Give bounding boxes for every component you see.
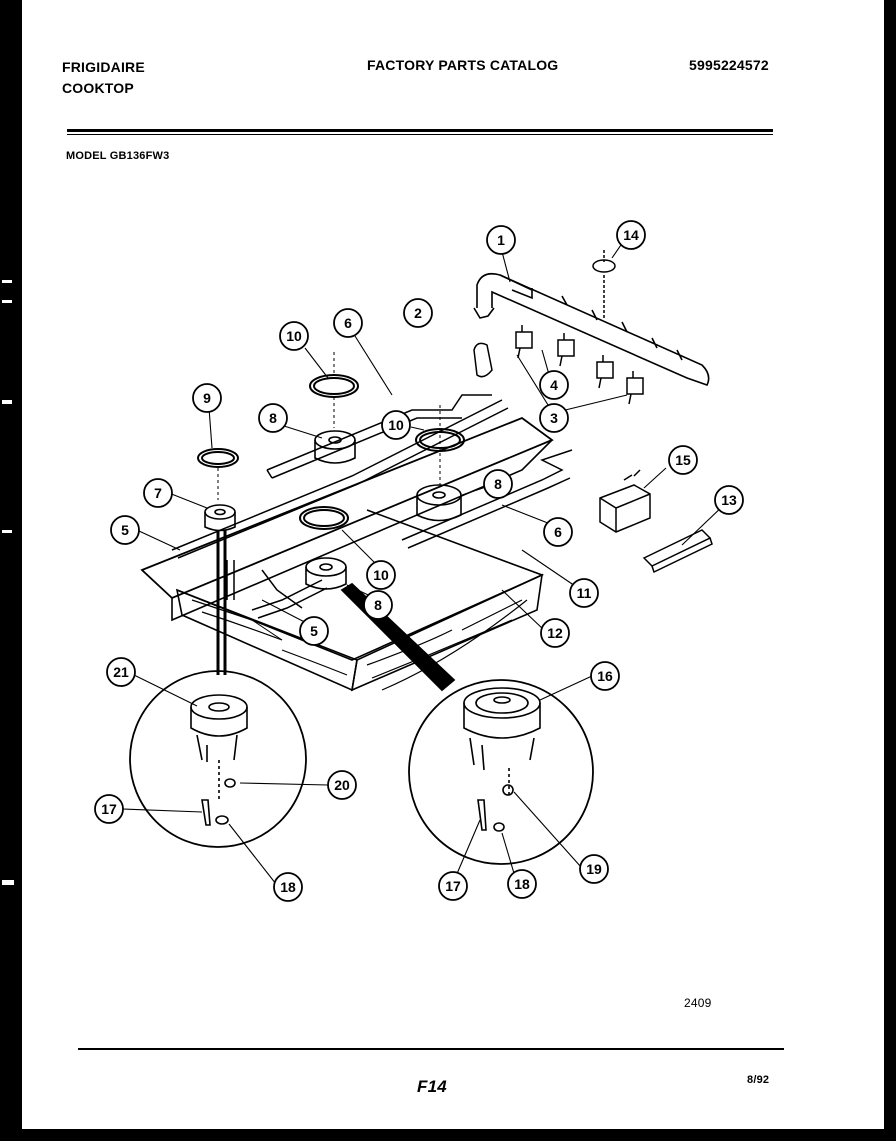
callout: 11 <box>569 578 599 608</box>
callout: 1 <box>486 225 516 255</box>
detail-burner-left <box>190 694 248 826</box>
detail-burner-right <box>463 687 541 832</box>
brand-name: FRIGIDAIRE <box>62 59 145 75</box>
header-rule-bottom <box>67 134 773 135</box>
callout-number: 3 <box>550 410 558 426</box>
diagram-id: 2409 <box>684 996 712 1010</box>
callout: 8 <box>258 403 288 433</box>
callout: 18 <box>273 872 303 902</box>
callout-number: 17 <box>101 801 117 817</box>
callout-number: 10 <box>373 567 389 583</box>
cooktop-panel <box>140 416 554 692</box>
callout: 4 <box>539 370 569 400</box>
callout: 14 <box>616 220 646 250</box>
scan-edge-mark <box>2 880 14 885</box>
callout-number: 17 <box>445 878 461 894</box>
callout-markers: 1 14 2 10 6 9 8 10 7 5 8 6 10 15 13 11 5… <box>94 220 744 902</box>
callout: 3 <box>539 403 569 433</box>
mounting-bracket <box>642 529 713 574</box>
callout-number: 10 <box>388 417 404 433</box>
header-rule-top <box>67 129 773 132</box>
burner-rings <box>197 352 465 530</box>
exploded-parts-diagram: 1 14 2 10 6 9 8 10 7 5 8 6 10 15 13 11 5… <box>94 220 744 902</box>
callout-number: 5 <box>121 522 129 538</box>
scan-edge-mark <box>2 300 12 303</box>
callout: 17 <box>438 871 468 901</box>
callout-number: 14 <box>623 227 639 243</box>
callout-number: 15 <box>675 452 691 468</box>
callout: 12 <box>540 618 570 648</box>
callout-number: 5 <box>310 623 318 639</box>
revision-date: 8/92 <box>747 1074 770 1086</box>
callout: 15 <box>668 445 698 475</box>
page-number: F14 <box>417 1077 447 1096</box>
callout: 17 <box>94 794 124 824</box>
gas-manifold <box>473 272 710 386</box>
callout: 19 <box>579 854 609 884</box>
callout: 7 <box>143 478 173 508</box>
callout-number: 21 <box>113 664 129 680</box>
callout-number: 4 <box>550 377 558 393</box>
catalog-number: 5995224572 <box>689 57 769 73</box>
callout-number: 8 <box>494 476 502 492</box>
callout: 6 <box>333 308 363 338</box>
callout-number: 16 <box>597 668 613 684</box>
callout-number: 6 <box>344 315 352 331</box>
callout-number: 18 <box>280 879 296 895</box>
burner-assemblies <box>204 430 462 590</box>
callout: 8 <box>363 590 393 620</box>
callout: 10 <box>279 321 309 351</box>
callout: 21 <box>106 657 136 687</box>
valve-knob <box>592 250 616 320</box>
callout-number: 7 <box>154 485 162 501</box>
model-label: MODEL GB136FW3 <box>66 150 170 162</box>
callout-number: 2 <box>414 305 422 321</box>
callout: 20 <box>327 770 357 800</box>
callout: 16 <box>590 661 620 691</box>
callout-number: 6 <box>554 524 562 540</box>
leader-lines <box>122 241 727 885</box>
footer-rule <box>78 1048 784 1050</box>
scan-edge-mark <box>2 530 12 533</box>
callout-number: 19 <box>586 861 602 877</box>
callout-number: 9 <box>203 390 211 406</box>
catalog-title: FACTORY PARTS CATALOG <box>367 57 559 73</box>
brand-block: FRIGIDAIRE COOKTOP <box>62 57 145 99</box>
callout: 9 <box>192 383 222 413</box>
callout: 5 <box>110 515 140 545</box>
callout: 8 <box>483 469 513 499</box>
callout-number: 10 <box>286 328 302 344</box>
product-name: COOKTOP <box>62 80 134 96</box>
callout: 5 <box>299 616 329 646</box>
callout: 18 <box>507 869 537 899</box>
scan-edge-mark <box>2 280 12 283</box>
callout-number: 12 <box>547 625 563 641</box>
callout: 10 <box>366 560 396 590</box>
callout: 13 <box>714 485 744 515</box>
catalog-page: FRIGIDAIRE COOKTOP FACTORY PARTS CATALOG… <box>22 0 884 1129</box>
callout-number: 20 <box>334 777 350 793</box>
callout-number: 18 <box>514 876 530 892</box>
callout: 6 <box>543 517 573 547</box>
callout-number: 11 <box>577 585 592 601</box>
callout-number: 13 <box>721 492 737 508</box>
scan-edge-mark <box>2 400 12 404</box>
callout-number: 8 <box>374 597 382 613</box>
spark-module <box>599 469 651 533</box>
callout-number: 8 <box>269 410 277 426</box>
callout-number: 1 <box>497 232 505 248</box>
callout: 2 <box>403 298 433 328</box>
callout: 10 <box>381 410 411 440</box>
